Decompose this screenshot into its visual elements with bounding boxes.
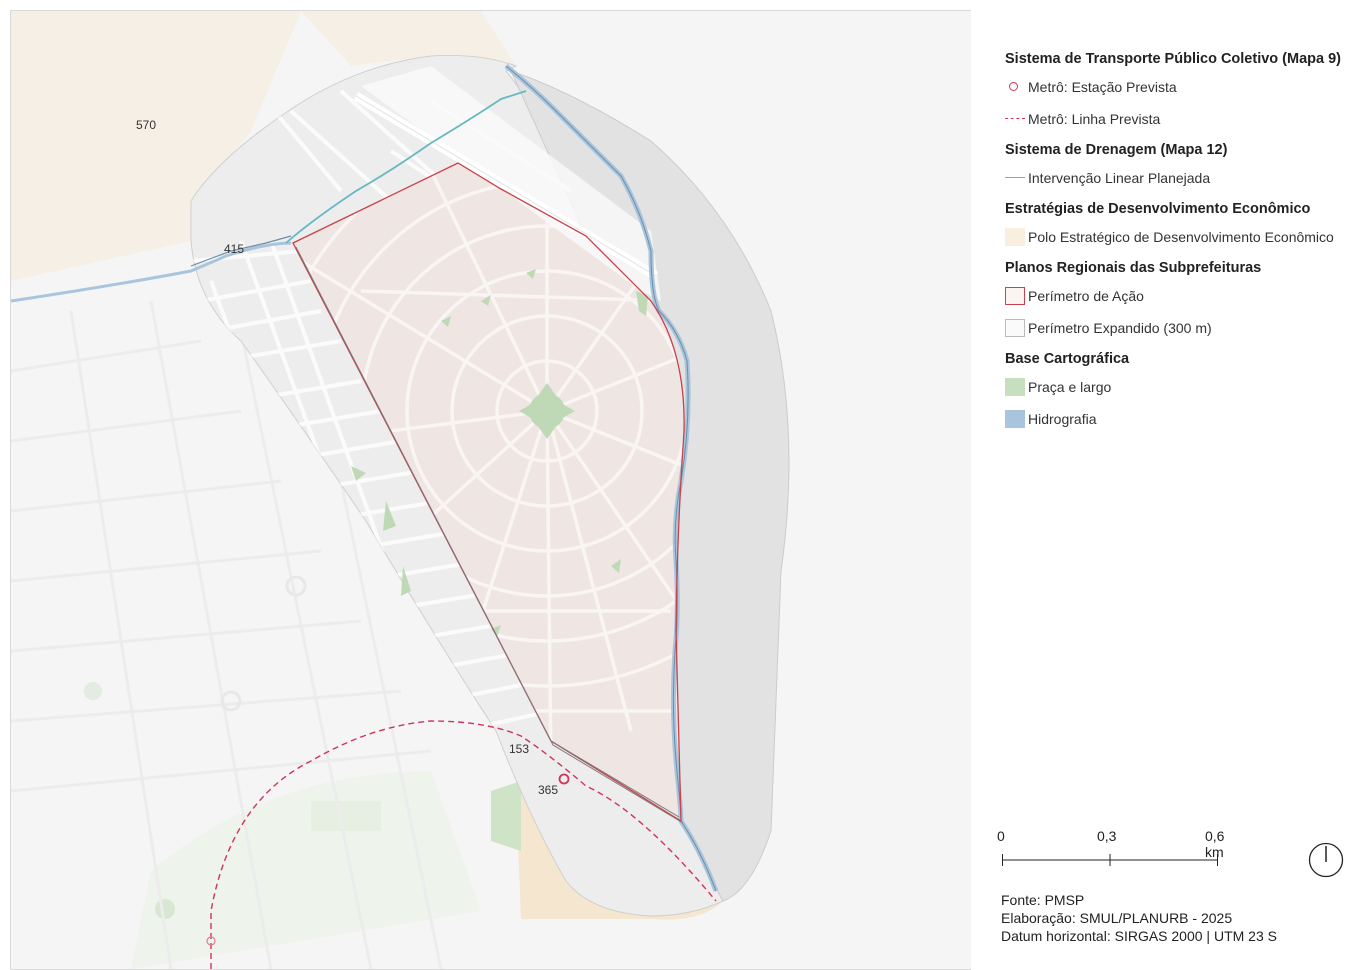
expanded-perimeter-icon [1005, 318, 1025, 338]
legend-item-perimetro-expandido: Perímetro Expandido (300 m) [1005, 318, 1345, 338]
drainage-line-icon [1005, 168, 1025, 188]
hydrography-fill-icon [1005, 409, 1025, 429]
map-legend: Sistema de Transporte Público Coletivo (… [1005, 50, 1345, 441]
square-fill-icon [1005, 377, 1025, 397]
legend-label: Perímetro Expandido (300 m) [1028, 320, 1212, 336]
legend-title-planos-regionais: Planos Regionais das Subprefeituras [1005, 260, 1262, 276]
north-arrow-icon [1308, 842, 1344, 878]
legend-title-drenagem: Sistema de Drenagem (Mapa 12) [1005, 142, 1228, 158]
legend-item-perimetro-acao: Perímetro de Ação [1005, 286, 1345, 306]
legend-label: Metrô: Linha Prevista [1028, 111, 1161, 127]
legend-item-hidrografia: Hidrografia [1005, 409, 1345, 429]
label-153: 153 [509, 742, 529, 756]
legend-item-linha-prevista: Metrô: Linha Prevista [1005, 109, 1345, 129]
legend-label: Hidrografia [1028, 411, 1097, 427]
credits-source: Fonte: PMSP [1001, 892, 1085, 908]
credits-author: Elaboração: SMUL/PLANURB - 2025 [1001, 910, 1233, 926]
legend-label: Intervenção Linear Planejada [1028, 170, 1211, 186]
credits-datum: Datum horizontal: SIRGAS 2000 | UTM 23 S [1001, 928, 1277, 944]
label-570: 570 [136, 118, 156, 132]
scale-bar: 0 0,3 0,6 km [997, 828, 1237, 878]
legend-title-desenvolvimento: Estratégias de Desenvolvimento Econômico [1005, 201, 1311, 217]
scale-bar-graphic [1002, 854, 1218, 866]
legend-label: Praça e largo [1028, 379, 1112, 395]
scale-tick-2: 0,6 km [1205, 828, 1225, 860]
metro-station-icon [1005, 77, 1025, 97]
legend-label: Perímetro de Ação [1028, 288, 1144, 304]
scale-tick-0: 0 [997, 828, 1005, 844]
legend-label: Metrô: Estação Prevista [1028, 79, 1177, 95]
legend-item-polo-estrategico: Polo Estratégico de Desenvolvimento Econ… [1005, 227, 1345, 247]
metro-line-icon [1005, 109, 1025, 129]
map-credits: Fonte: PMSP Elaboração: SMUL/PLANURB - 2… [1001, 891, 1277, 945]
polo-fill-icon [1005, 227, 1025, 247]
action-perimeter-icon [1005, 286, 1025, 306]
legend-title-transporte: Sistema de Transporte Público Coletivo (… [1005, 51, 1341, 67]
legend-label: Polo Estratégico de Desenvolvimento Econ… [1028, 229, 1334, 245]
legend-item-praca: Praça e largo [1005, 377, 1345, 397]
label-365: 365 [538, 783, 558, 797]
legend-item-estacao-prevista: Metrô: Estação Prevista [1005, 77, 1345, 97]
legend-item-intervencao-linear: Intervenção Linear Planejada [1005, 168, 1345, 188]
legend-title-base-cartografica: Base Cartográfica [1005, 351, 1130, 367]
map-canvas[interactable]: 570 415 153 365 [10, 10, 971, 970]
label-415: 415 [224, 242, 244, 256]
scale-tick-1: 0,3 [1097, 828, 1117, 844]
